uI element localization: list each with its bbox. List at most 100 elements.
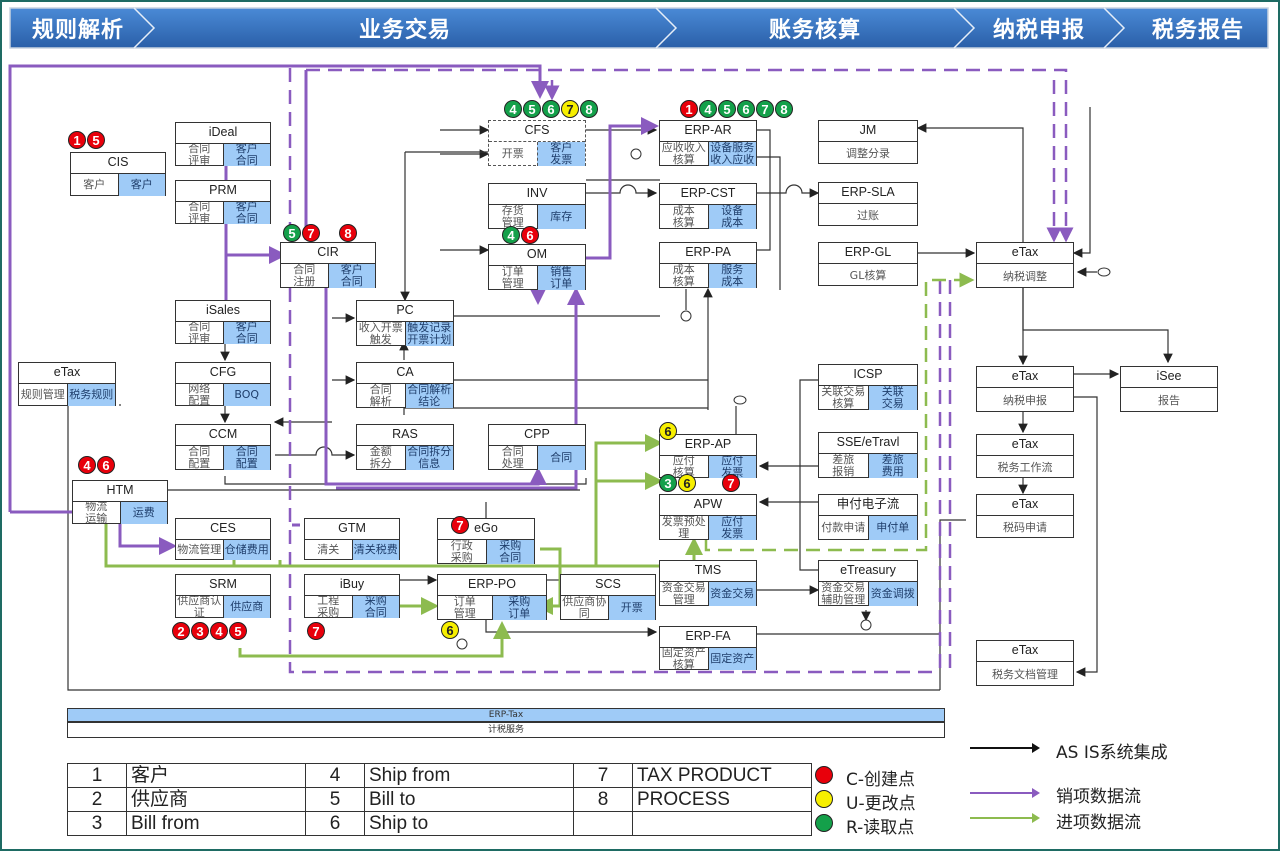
crud-badges-erp-po: 6: [441, 621, 459, 639]
legend-sales-flow: 销项数据流: [1056, 787, 1141, 807]
system-name: CIS: [71, 153, 165, 174]
system-function: 合同 解析: [369, 384, 392, 408]
system-data-object: 库存: [536, 205, 585, 229]
stage-banner: 规则解析 业务交易 账务核算 纳税申报 税务报告: [8, 6, 1272, 50]
system-function: 应付 核算: [672, 456, 695, 478]
stage-rule-parsing: 规则解析: [31, 18, 124, 43]
system-data-object: 资金交易: [707, 582, 756, 606]
system-data-object: 供应商: [222, 596, 270, 618]
system-function: 发票预处 理: [661, 516, 706, 540]
system-data-object: 采购 合同: [485, 540, 534, 564]
system-name: GTM: [305, 519, 399, 540]
legend-code: 1: [67, 763, 127, 788]
system-data-object: 固定资产: [707, 648, 756, 670]
erp-tax-bar: ERP-Tax: [67, 708, 945, 722]
system-function: 收入开票 触发: [358, 322, 403, 346]
read-point-badge: 6: [542, 100, 560, 118]
system-box-payflow: 申付电子流付款申请申付单: [818, 494, 918, 540]
system-name: SSE/eTravl: [819, 433, 917, 454]
create-point-badge: 6: [97, 456, 115, 474]
system-data-object: 销售 订单: [536, 266, 585, 290]
create-point-badge: 5: [87, 131, 105, 149]
legend-code: 7: [573, 763, 633, 788]
system-name: 申付电子流: [819, 495, 917, 516]
system-function: 规则管理: [20, 388, 65, 401]
system-body: 存货 管理库存: [489, 205, 585, 229]
create-point-badge: 2: [172, 622, 190, 640]
system-data-object: 开票: [607, 596, 655, 620]
system-data-object: 合同 配置: [222, 446, 270, 470]
system-name: CCM: [176, 425, 270, 446]
system-body: 规则管理税务规则: [19, 384, 115, 406]
system-function: 纳税调整: [1003, 270, 1047, 283]
system-function: 差旅 报销: [832, 454, 855, 478]
legend-create: C-创建点: [846, 770, 916, 790]
system-name: ERP-SLA: [819, 183, 917, 204]
system-function: 成本 核算: [672, 205, 695, 229]
legend-code: 3: [67, 811, 127, 836]
system-name: iSales: [176, 301, 270, 322]
system-function: 成本 核算: [672, 264, 695, 288]
update-point-badge: 7: [561, 100, 579, 118]
create-point-badge: 1: [68, 131, 86, 149]
system-data-object: 资金调拨: [867, 582, 917, 606]
system-function: 税务文档管理: [992, 668, 1058, 681]
system-name: eTax: [977, 495, 1073, 516]
legend-meaning: Bill from: [126, 811, 306, 836]
system-body: 合同 评审客户 合同: [176, 144, 270, 166]
create-point-badge: 6: [521, 226, 539, 244]
system-body: 供应商协 同开票: [561, 596, 655, 620]
system-body: 订单 管理销售 订单: [489, 266, 585, 290]
system-body: 合同 评审客户 合同: [176, 322, 270, 344]
system-body: 合同 解析合同解析 结论: [357, 384, 453, 408]
system-name: ERP-PO: [438, 575, 546, 596]
system-name: CA: [357, 363, 453, 384]
system-body: 发票预处 理应付 发票: [660, 516, 756, 540]
read-point-badge: 5: [523, 100, 541, 118]
system-data-object: BOQ: [222, 384, 270, 406]
create-point-badge: 8: [339, 224, 357, 242]
system-name: eTax: [977, 435, 1073, 456]
system-body: 合同 配置合同 配置: [176, 446, 270, 470]
system-name: INV: [489, 184, 585, 205]
legend-code: 8: [573, 787, 633, 812]
update-point-icon: [815, 790, 833, 808]
legend-code: [573, 811, 633, 836]
system-data-object: 客户: [117, 174, 165, 196]
legend-meaning: 供应商: [126, 787, 306, 812]
system-function: 合同 评审: [188, 144, 211, 166]
system-name: ERP-FA: [660, 627, 756, 648]
system-data-object: 应付 发票: [707, 516, 756, 540]
system-data-object: 客户 合同: [222, 322, 270, 344]
system-name: ERP-PA: [660, 243, 756, 264]
system-name: eTax: [977, 243, 1073, 264]
system-name: iSee: [1121, 367, 1217, 388]
legend-meaning: PROCESS: [632, 787, 812, 812]
create-point-icon: [815, 766, 833, 784]
read-point-badge: 6: [737, 100, 755, 118]
read-point-badge: 4: [699, 100, 717, 118]
crud-badges-ibuy: 7: [307, 622, 325, 640]
system-data-object: 设备 成本: [707, 205, 756, 229]
system-data-object: 设备服务 收入应收: [707, 142, 756, 166]
update-point-badge: 6: [441, 621, 459, 639]
legend-code: 4: [305, 763, 365, 788]
system-body: 清关清关税费: [305, 540, 399, 560]
